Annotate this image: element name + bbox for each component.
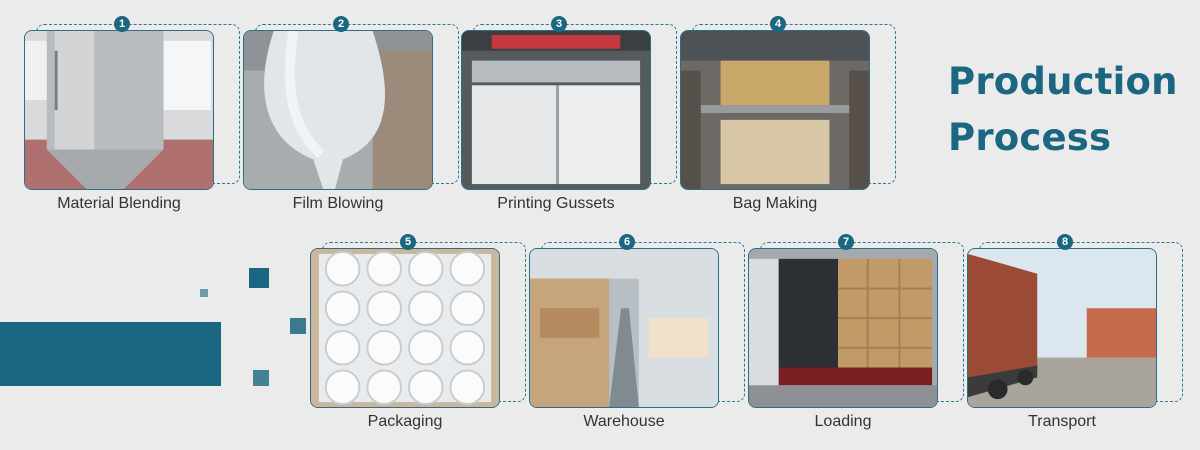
- loading-photo: [748, 248, 938, 408]
- bag-making-photo: [680, 30, 870, 190]
- printing-gussets-photo: [461, 30, 651, 190]
- step-label: Material Blending: [57, 195, 181, 212]
- material-blending-photo: [24, 30, 214, 190]
- warehouse-photo: [529, 248, 719, 408]
- film-blowing-photo: [243, 30, 433, 190]
- transport-photo: [967, 248, 1157, 408]
- process-step-packaging: 5 Packaging: [310, 230, 530, 440]
- page-title: Production Process: [948, 54, 1188, 166]
- step-label: Bag Making: [732, 195, 818, 212]
- packaging-photo: [310, 248, 500, 408]
- step-label: Loading: [814, 413, 872, 430]
- step-number-badge: 5: [400, 234, 416, 250]
- step-label: Warehouse: [583, 413, 665, 430]
- step-label: Printing Gussets: [497, 195, 615, 212]
- decor-square: [290, 318, 306, 334]
- step-label: Packaging: [367, 413, 443, 430]
- decor-square: [253, 370, 269, 386]
- process-step-warehouse: 6 Warehouse: [529, 230, 749, 440]
- step-number-badge: 7: [838, 234, 854, 250]
- process-step-printing-gussets: 3 Printing Gussets: [461, 12, 681, 222]
- title-line-1: Production: [948, 60, 1178, 103]
- process-step-bag-making: 4 Bag Making: [680, 12, 900, 222]
- title-line-2: Process: [948, 116, 1112, 159]
- step-number-badge: 1: [114, 16, 130, 32]
- decor-square: [249, 268, 269, 288]
- step-number-badge: 6: [619, 234, 635, 250]
- step-label: Film Blowing: [292, 195, 384, 212]
- process-step-film-blowing: 2 Film Blowing: [243, 12, 463, 222]
- step-number-badge: 8: [1057, 234, 1073, 250]
- process-step-material-blending: 1 Material Blending: [24, 12, 244, 222]
- step-label: Transport: [1028, 413, 1096, 430]
- step-number-badge: 4: [770, 16, 786, 32]
- step-number-badge: 2: [333, 16, 349, 32]
- process-step-transport: 8 Transport: [967, 230, 1187, 440]
- decor-bar: [0, 322, 221, 386]
- step-number-badge: 3: [551, 16, 567, 32]
- process-step-loading: 7 Loading: [748, 230, 968, 440]
- decor-square: [200, 289, 208, 297]
